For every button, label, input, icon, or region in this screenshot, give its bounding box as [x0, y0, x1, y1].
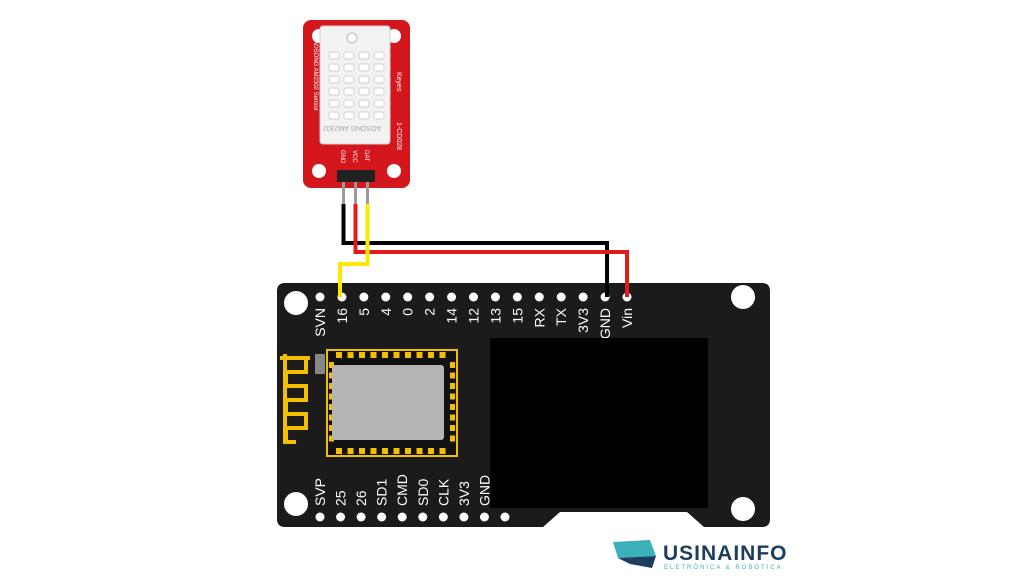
top-pin-label: 3V3: [575, 308, 591, 333]
oled-display: [490, 338, 708, 508]
top-pin-2: [425, 292, 435, 302]
bottom-pin-clk: [438, 512, 448, 522]
sensor-side-label: AOSONG AM2302 Sensor: [312, 40, 318, 111]
bottom-pin-label: GND: [476, 475, 492, 506]
board-hole-top-left: [284, 291, 308, 315]
top-pin-5: [359, 292, 369, 302]
sensor-model-text: AOSONG AM2302: [323, 124, 381, 131]
top-pin-3v3: [578, 292, 588, 302]
bottom-pin-gnd: [479, 512, 489, 522]
bottom-pin-5v: [500, 512, 510, 522]
bottom-pin-sd1: [377, 512, 387, 522]
module-shield: [332, 365, 444, 440]
board-hole-top-right: [731, 285, 755, 309]
top-pin-label: Vin: [619, 308, 635, 328]
top-pin-label: 14: [444, 308, 460, 324]
sensor-pin-label-gnd: GND: [339, 150, 345, 164]
bottom-pin-sd0: [418, 512, 428, 522]
logo-tagline: ELETRÔNICA & ROBÓTICA: [664, 564, 783, 571]
bottom-pin-label: CLK: [435, 478, 451, 506]
sensor-pin-dat: [366, 182, 369, 204]
wire-vcc: [353, 204, 629, 297]
top-pin-15: [512, 292, 522, 302]
top-pin-label: 5: [356, 308, 372, 316]
sensor-pin-vcc: [354, 182, 357, 204]
bottom-pin-svp: [315, 512, 325, 522]
bottom-pin-26: [356, 512, 366, 522]
top-pin-label: SVN: [312, 308, 328, 337]
wire-data: [338, 204, 370, 297]
top-pin-label: 16: [334, 308, 350, 324]
module-pads: [329, 352, 455, 454]
top-pin-4: [381, 292, 391, 302]
sensor-pin-label-dat: DAT: [363, 150, 369, 162]
bottom-pin-3v3: [459, 512, 469, 522]
top-pin-14: [447, 292, 457, 302]
bottom-pin-label: 3V3: [456, 481, 472, 506]
top-pin-13: [490, 292, 500, 302]
usinainfo-logo: USINAINFO ELETRÔNICA & ROBÓTICA: [613, 540, 788, 571]
top-pin-label: 0: [400, 308, 416, 316]
sensor-pin-label-vcc: VCC: [351, 150, 357, 163]
bottom-pin-label: 26: [353, 490, 369, 506]
bottom-pin-label: SVP: [312, 478, 328, 506]
sensor-code: 1-CD028: [395, 122, 402, 150]
wires: [338, 204, 629, 297]
sensor-brand: Keyes: [395, 72, 402, 92]
sensor-housing: AOSONG AM2302: [319, 25, 391, 145]
top-pin-0: [403, 292, 413, 302]
top-pin-label: 13: [487, 308, 503, 324]
top-pin-label: RX: [531, 307, 547, 327]
mount-hole-bottom-left: [312, 164, 326, 178]
logo-mark-icon: [613, 540, 656, 558]
dht-sensor-module: AOSONG AM2302 AOSONG AM2302 Sensor Keyes…: [303, 20, 410, 204]
bottom-pin-label: CMD: [394, 474, 410, 506]
top-pin-label: TX: [553, 307, 569, 326]
bottom-pin-label: SD1: [374, 479, 390, 506]
board-hole-bottom-left: [284, 492, 308, 516]
board-hole-bottom-right: [731, 497, 755, 521]
top-pin-label: 12: [466, 308, 482, 324]
bottom-pin-header: SVP2526SD1CMDSD0CLK3V3GND5V: [312, 474, 513, 522]
wire-gnd: [341, 204, 609, 297]
top-pin-rx: [534, 292, 544, 302]
top-pin-label: 15: [509, 308, 525, 324]
top-pin-12: [469, 292, 478, 302]
bottom-pin-25: [336, 512, 346, 522]
pcb-antenna: [277, 352, 315, 450]
mount-hole-bottom-right: [387, 164, 401, 178]
sensor-pin-header: [337, 170, 375, 182]
logo-name: USINAINFO: [663, 542, 788, 565]
top-pin-label: GND: [597, 308, 613, 339]
bottom-pin-cmd: [397, 512, 407, 522]
sensor-pin-gnd: [342, 182, 345, 204]
top-pin-tx: [556, 292, 566, 302]
wifi-module: [315, 349, 458, 457]
top-pin-label: 4: [378, 308, 394, 316]
bottom-pin-label: 25: [333, 490, 349, 506]
top-pin-svn: [315, 292, 325, 302]
bottom-pin-label: SD0: [415, 479, 431, 506]
top-pin-label: 2: [422, 308, 438, 316]
module-marker: [315, 354, 325, 374]
sensor-grille: [328, 51, 385, 120]
